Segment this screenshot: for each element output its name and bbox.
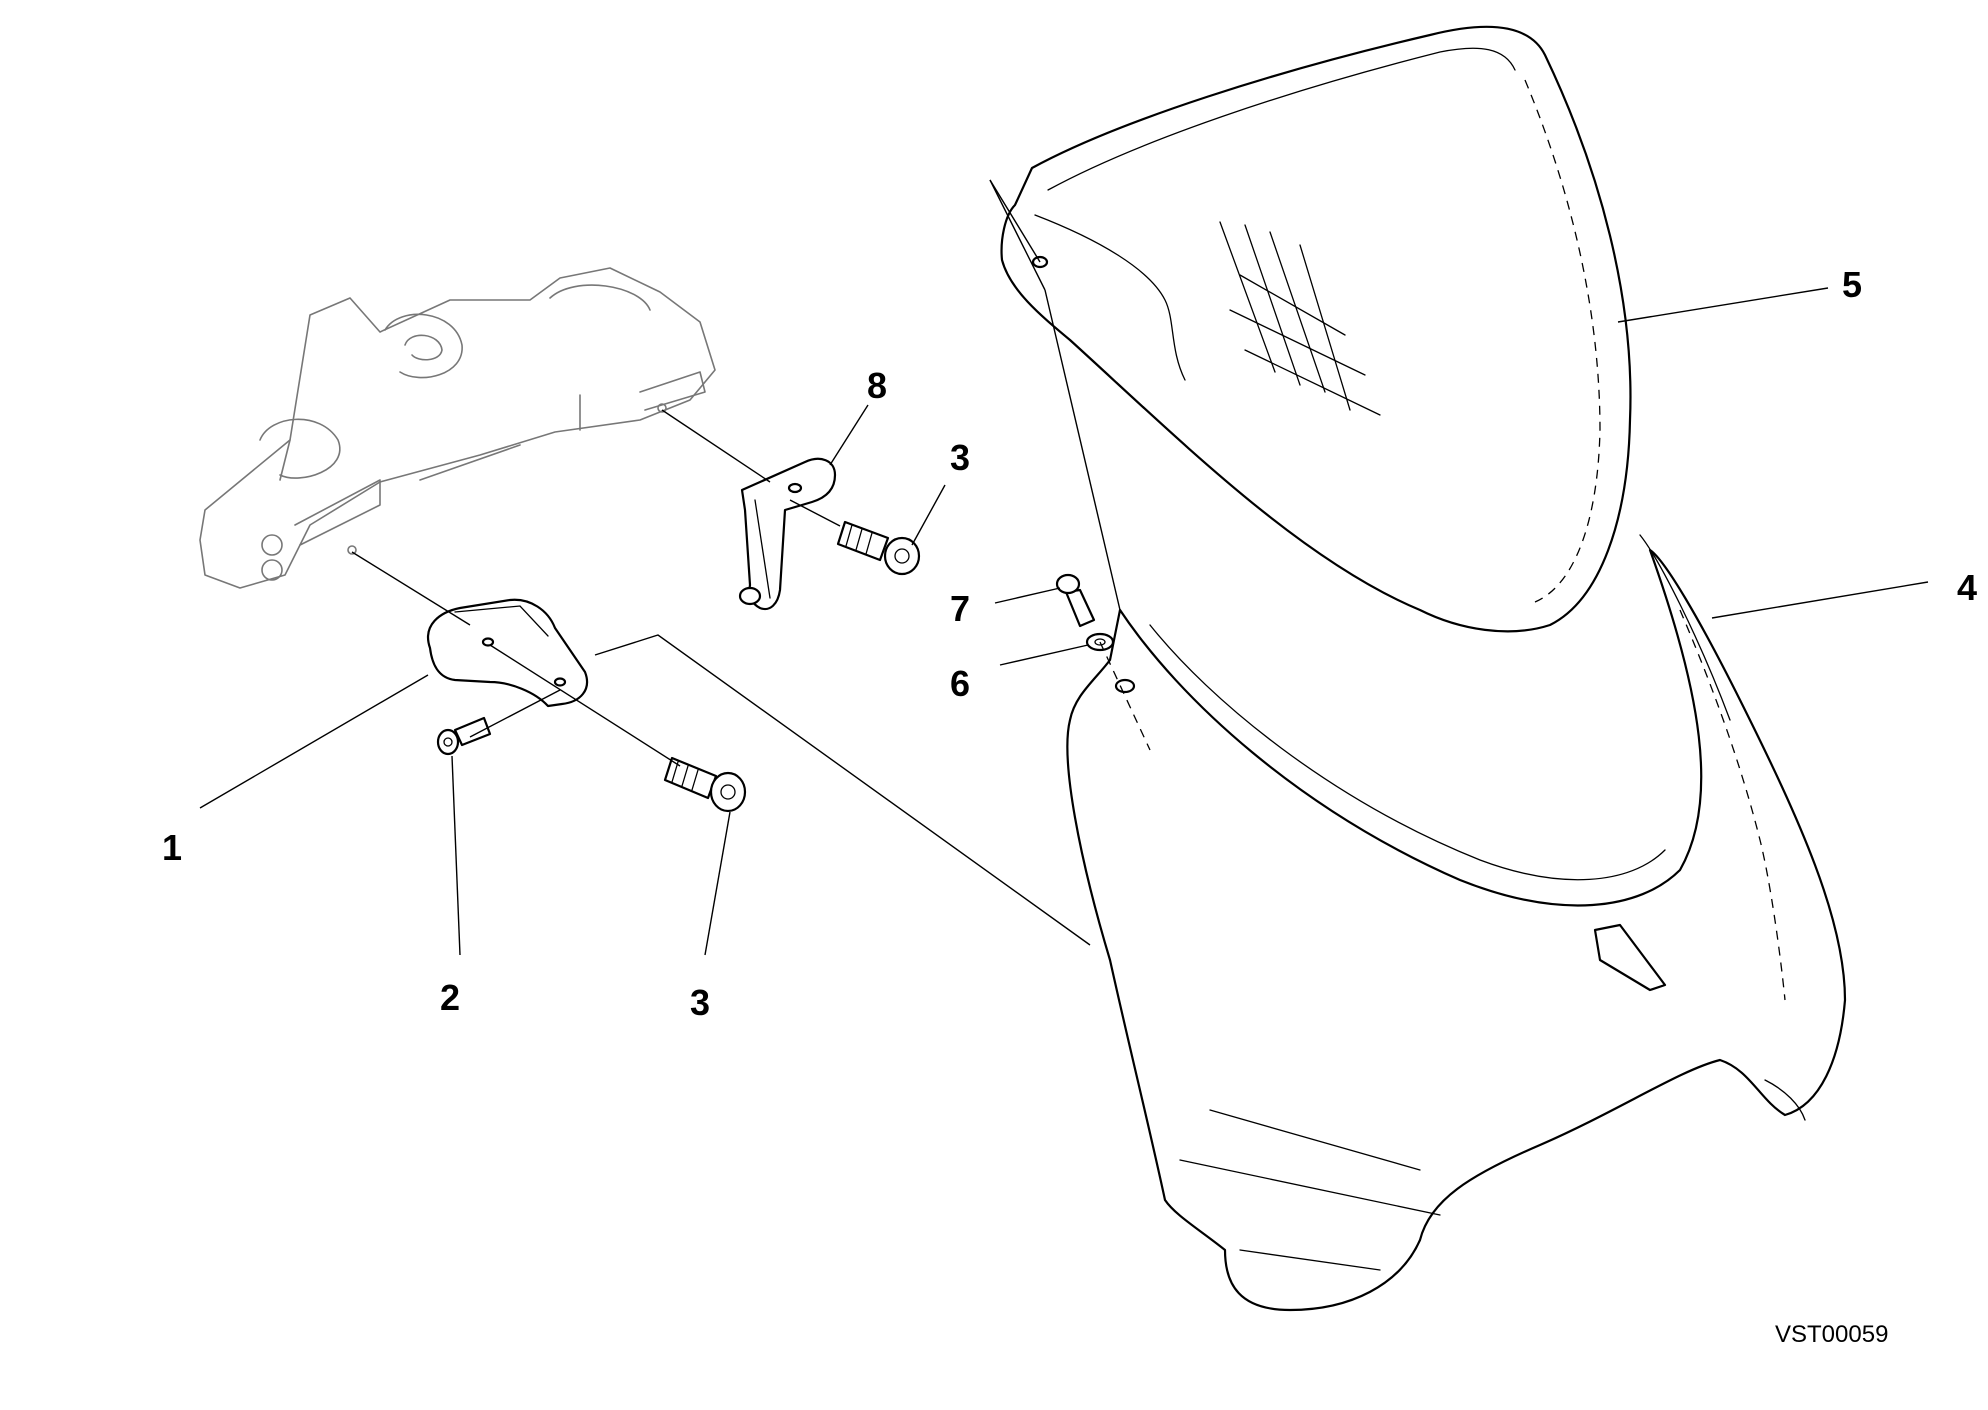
drawing-code: VST00059 [1775, 1321, 1888, 1348]
callout-2: 2 [440, 977, 460, 1018]
callout-5: 5 [1842, 264, 1862, 305]
callout-8: 8 [867, 365, 887, 406]
lower-bracket-part-1 [427, 598, 588, 708]
windscreen-part-5 [1000, 25, 1632, 633]
callout-7: 7 [950, 588, 970, 629]
callout-6: 6 [950, 663, 970, 704]
fairing-part-4 [1066, 534, 1847, 1312]
short-screw-part-2 [436, 716, 492, 756]
callout-1: 1 [162, 827, 182, 868]
callout-leaders [199, 287, 1929, 956]
callout-3-upper: 3 [950, 437, 970, 478]
assembly-axes [351, 179, 1151, 946]
upper-bracket-part-8 [738, 457, 837, 611]
callout-4: 4 [1957, 567, 1977, 608]
top-yoke-outline [199, 267, 716, 589]
long-screw-part-3-lower [663, 756, 747, 813]
screw-part-7 [1055, 573, 1096, 628]
long-screw-part-3-upper [836, 520, 921, 576]
callout-labels: 1 2 3 3 4 5 6 7 8 [162, 264, 1977, 1023]
callout-3-lower: 3 [690, 982, 710, 1023]
